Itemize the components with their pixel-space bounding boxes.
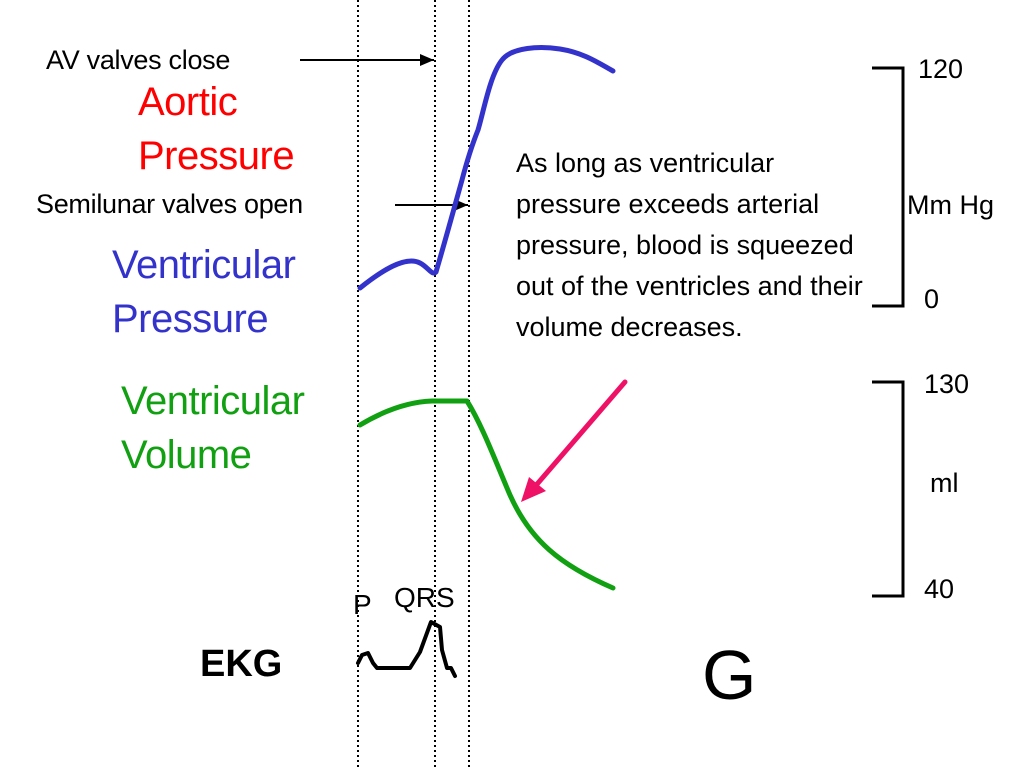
ekg-p-label: P bbox=[353, 589, 372, 620]
ventricular-pressure-label-line1: Ventricular bbox=[112, 243, 296, 287]
pressure-scale-bracket bbox=[872, 66, 905, 308]
ventricular-pressure-curve bbox=[357, 45, 616, 291]
ventricular-volume-curve bbox=[357, 398, 616, 591]
volume-scale-unit: ml bbox=[930, 468, 959, 498]
explanation-arrow-line bbox=[529, 379, 628, 493]
pressure-scale-unit: Mm Hg bbox=[907, 190, 994, 220]
pressure-scale-max: 120 bbox=[918, 54, 964, 84]
panel-letter: G bbox=[702, 636, 757, 714]
av-valves-close-label: AV valves close bbox=[46, 45, 231, 75]
ventricular-volume-label-line1: Ventricular bbox=[121, 379, 305, 423]
ekg-label: EKG bbox=[200, 643, 283, 685]
volume-scale-bracket bbox=[872, 380, 905, 598]
explanation-arrow-head bbox=[521, 477, 546, 502]
semilunar-valves-open-label: Semilunar valves open bbox=[36, 189, 303, 219]
aortic-pressure-label-line1: Aortic bbox=[138, 80, 238, 124]
ventricular-volume-label-line2: Volume bbox=[121, 433, 252, 477]
volume-scale-min: 40 bbox=[924, 574, 955, 604]
ventricular-pressure-label-line2: Pressure bbox=[112, 297, 269, 341]
pressure-scale-min: 0 bbox=[924, 284, 940, 314]
explanation-text: As long as ventricular pressure exceeds … bbox=[516, 148, 863, 342]
ekg-trace bbox=[356, 620, 457, 678]
ekg-qrs-label: QRS bbox=[394, 582, 455, 613]
volume-scale-max: 130 bbox=[924, 369, 970, 399]
aortic-pressure-label-line2: Pressure bbox=[138, 134, 295, 178]
